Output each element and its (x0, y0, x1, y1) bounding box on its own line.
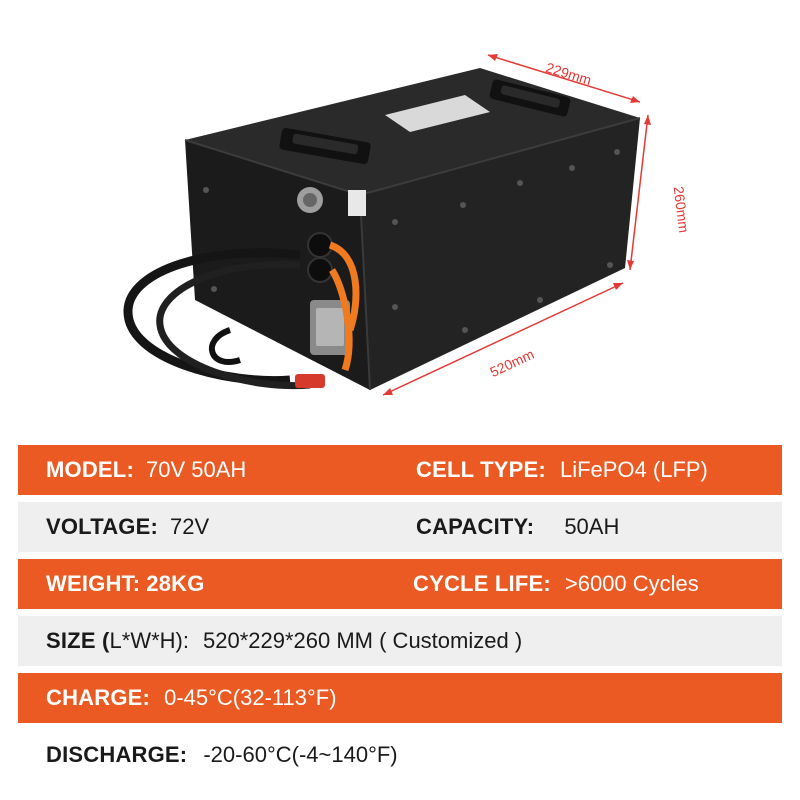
dimension-height-label: 260mm (671, 185, 693, 233)
cycle-life-label: CYCLE LIFE: (413, 571, 551, 596)
dimension-line-width (487, 54, 641, 103)
dimension-line-height (627, 114, 651, 271)
handle-icon (279, 127, 371, 165)
charge-value: 0-45°C(32-113°F) (164, 685, 337, 710)
weight-value: 28KG (146, 571, 205, 596)
size-label: SIZE ( (46, 628, 110, 653)
spec-row-discharge: DISCHARGE: -20-60°C(-4~140°F) (18, 730, 782, 780)
top-label-sticker (385, 95, 490, 132)
cycle-life-value: >6000 Cycles (564, 571, 699, 596)
discharge-label: DISCHARGE: (46, 742, 188, 767)
battery-side-face (360, 118, 640, 390)
product-hero: 229mm 260mm 520mm (123, 54, 693, 396)
cell-type-label: CELL TYPE: (416, 457, 546, 482)
weight-label: WEIGHT: (46, 571, 141, 596)
spec-table: MODEL: 70V 50AH CELL TYPE: LiFePO4 (LFP)… (18, 445, 782, 787)
dimension-line-length (382, 282, 624, 396)
model-label: MODEL: (46, 457, 134, 482)
size-dims: L*W*H): (109, 628, 189, 653)
spec-row-weight: WEIGHT: 28KG CYCLE LIFE: >6000 Cycles (18, 559, 782, 609)
spec-row-model: MODEL: 70V 50AH CELL TYPE: LiFePO4 (LFP) (18, 445, 782, 495)
voltage-label: VOLTAGE: (46, 514, 158, 539)
battery-illustration: 229mm 260mm 520mm (123, 54, 693, 396)
cell-type-value: LiFePO4 (LFP) (559, 457, 708, 482)
dimension-width-label: 229mm (544, 59, 593, 88)
handle-icon (489, 79, 571, 117)
size-value: 520*229*260 MM ( Customized ) (203, 628, 523, 653)
spec-row-voltage: VOLTAGE: 72V CAPACITY: 50AH (18, 502, 782, 552)
voltage-value: 72V (170, 514, 210, 539)
charge-label: CHARGE: (46, 685, 151, 710)
discharge-value: -20-60°C(-4~140°F) (203, 742, 398, 767)
rivet-icon (203, 149, 620, 333)
dimension-length-label: 520mm (487, 346, 536, 380)
capacity-label: CAPACITY: (416, 514, 535, 539)
spec-row-size: SIZE ( L*W*H): 520*229*260 MM ( Customiz… (18, 616, 782, 666)
capacity-value: 50AH (564, 514, 620, 539)
model-value: 70V 50AH (145, 457, 247, 482)
connector-panel (297, 187, 366, 355)
spec-row-charge: CHARGE: 0-45°C(32-113°F) (18, 673, 782, 723)
